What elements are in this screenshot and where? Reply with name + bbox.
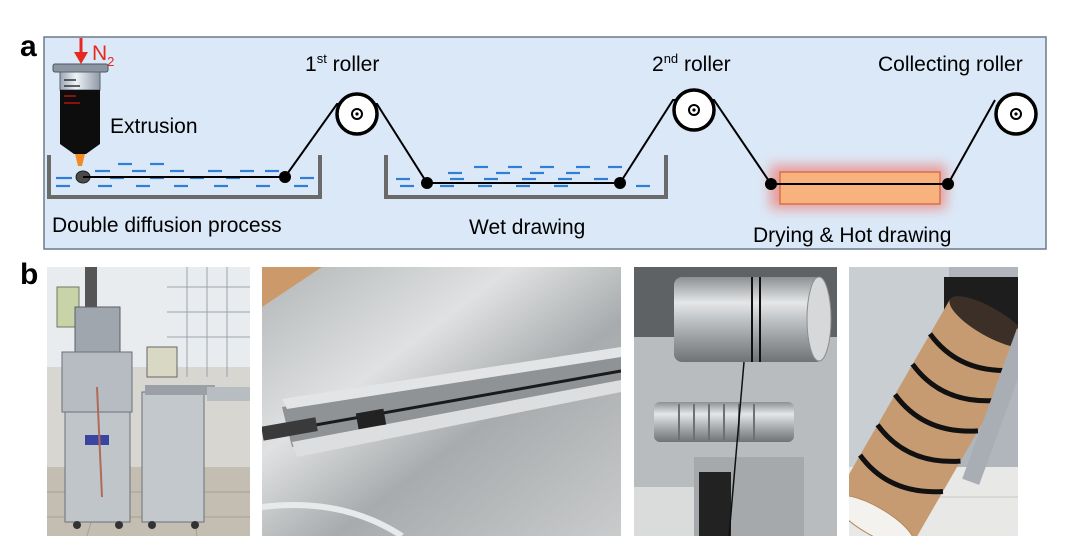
syringe-icon xyxy=(52,63,109,166)
extrusion-label: Extrusion xyxy=(110,115,198,138)
photo-drawing-trough xyxy=(262,267,621,536)
guide-dot xyxy=(279,171,291,183)
photo-lab-equipment xyxy=(47,267,250,536)
panel-label-b: b xyxy=(20,258,39,291)
photo-collecting-spool xyxy=(849,267,1018,536)
panel-label-a: a xyxy=(20,30,37,63)
nitrogen-label: N2 xyxy=(92,42,114,69)
first-roller-label: 1st roller xyxy=(305,51,379,76)
guide-dot xyxy=(421,177,433,189)
schematic-background xyxy=(43,36,1047,250)
collecting-roller-icon xyxy=(994,92,1038,136)
second-roller-icon xyxy=(672,88,716,132)
guide-dot xyxy=(765,178,777,190)
guide-dot xyxy=(942,178,954,190)
second-roller-label: 2nd roller xyxy=(652,51,731,76)
wet-drawing-bath xyxy=(384,155,668,199)
collecting-roller-label: Collecting roller xyxy=(878,53,1023,76)
heater-icon xyxy=(770,165,946,209)
process-schematic: N2 Extrusion xyxy=(43,36,1047,250)
wet-drawing-label: Wet drawing xyxy=(469,216,585,239)
photo-drawing-roller xyxy=(634,267,837,536)
guide-dot xyxy=(614,177,626,189)
double-diffusion-label: Double diffusion process xyxy=(52,214,282,237)
nitrogen-arrow-icon xyxy=(74,38,88,64)
first-roller-icon xyxy=(335,92,379,136)
drying-hot-drawing-label: Drying & Hot drawing xyxy=(753,224,951,247)
